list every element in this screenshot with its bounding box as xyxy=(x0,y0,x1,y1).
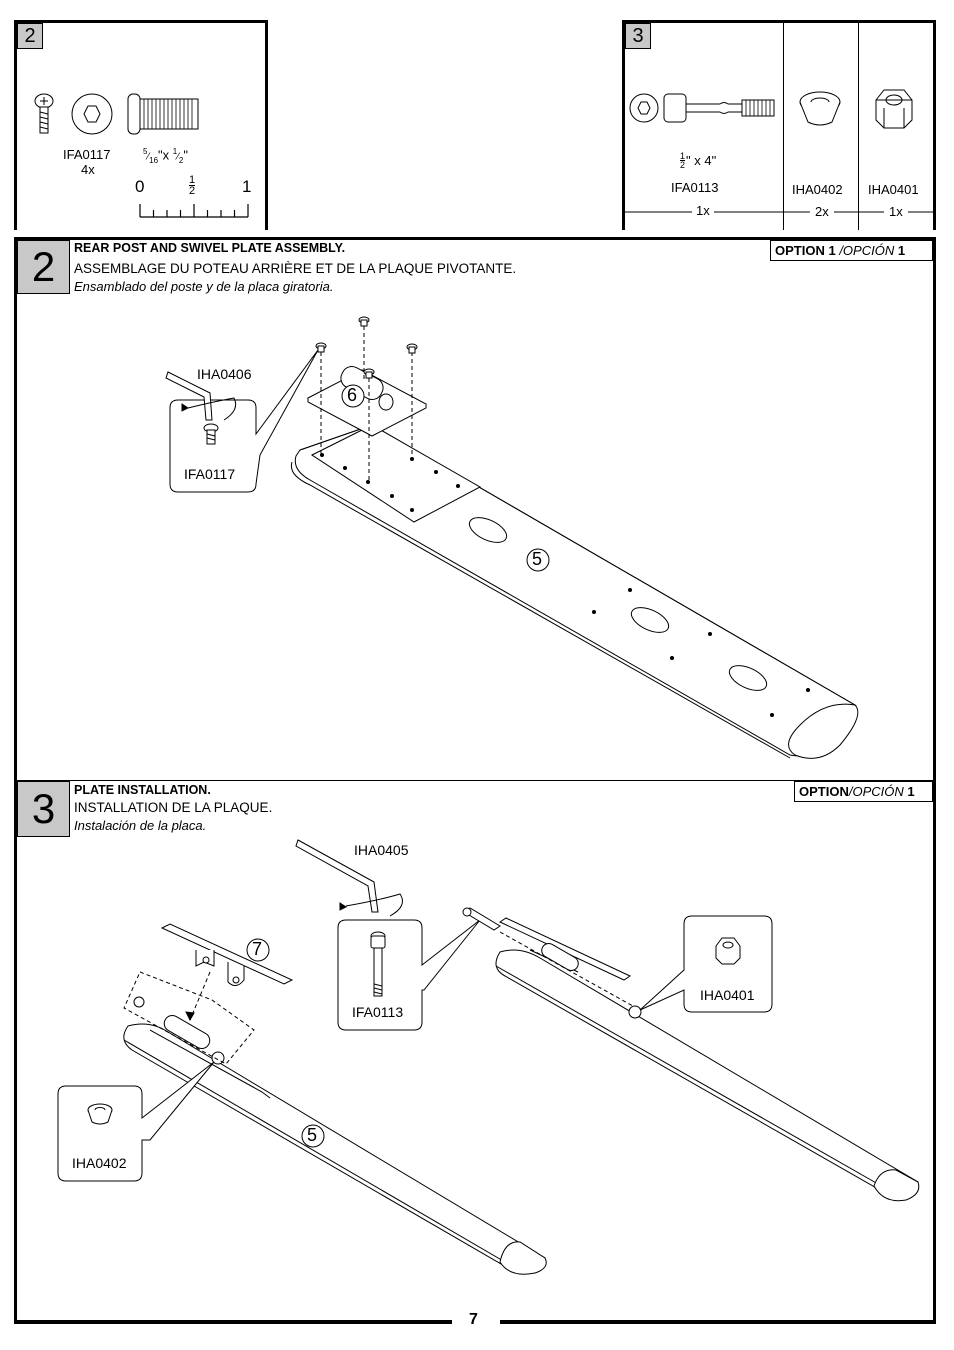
step3-part-plate: 7 xyxy=(252,939,263,959)
ruler-one-label: 1 xyxy=(242,177,252,196)
step2-part-post: 5 xyxy=(532,549,543,569)
step2-option-badge: OPTION 1 /OPCIÓN 1 xyxy=(770,240,933,261)
hardware-divider xyxy=(858,23,859,230)
hardware-box-step3-number: 3 xyxy=(625,23,651,49)
hardware-code: IFA0117 xyxy=(63,147,111,162)
step3-title-en: PLATE INSTALLATION. xyxy=(74,783,211,797)
footer-rule-right xyxy=(500,1320,936,1324)
step3-bolt-code: IFA0113 xyxy=(352,1004,404,1020)
step3-washer-code: IHA0402 xyxy=(72,1155,127,1171)
hardware-box-step2-number: 2 xyxy=(17,23,43,49)
main-frame xyxy=(14,237,936,1324)
step3-number: 3 xyxy=(17,781,70,837)
hardware-divider xyxy=(783,23,784,230)
hardware-quantity: 1x xyxy=(889,204,903,219)
step3-option-badge: OPTION/OPCIÓN 1 xyxy=(794,781,933,802)
footer-rule-left xyxy=(14,1320,452,1324)
hardware-box-step2 xyxy=(14,20,268,230)
step3-part-post: 5 xyxy=(307,1125,318,1145)
hardware-code: IHA0402 xyxy=(792,182,843,197)
step2-title-es: Ensamblado del poste y de la placa girat… xyxy=(74,279,334,294)
step3-title-es: Instalación de la placa. xyxy=(74,818,207,833)
hardware-box-step3 xyxy=(622,20,936,230)
step2-number: 2 xyxy=(17,240,70,294)
hardware-code: IHA0401 xyxy=(868,182,919,197)
hardware-size: 5⁄16"x 1⁄2" xyxy=(143,147,188,165)
ruler-half-label: 1 2 xyxy=(189,174,196,197)
step2-tool-code: IHA0406 xyxy=(197,366,252,382)
ruler-zero-label: 0 xyxy=(135,177,145,196)
bolt-size-label: 1 2 " x 4" xyxy=(680,151,717,170)
step3-nut-code: IHA0401 xyxy=(700,987,755,1003)
hardware-quantity: 2x xyxy=(815,204,829,219)
step2-title-en: REAR POST AND SWIVEL PLATE ASSEMBLY. xyxy=(74,241,346,255)
step3-title-fr: INSTALLATION DE LA PLAQUE. xyxy=(74,800,273,815)
step2-part-plate: 6 xyxy=(347,385,358,405)
hardware-quantity: 1x xyxy=(696,203,710,218)
page-number: 7 xyxy=(469,1311,478,1328)
step3-tool-code: IHA0405 xyxy=(354,842,409,858)
step2-bolt-code: IFA0117 xyxy=(184,466,236,482)
hardware-code: IFA0113 xyxy=(671,180,719,195)
hardware-quantity: 4x xyxy=(81,162,95,177)
step2-title-fr: ASSEMBLAGE DU POTEAU ARRIÈRE ET DE LA PL… xyxy=(74,261,517,276)
step-divider xyxy=(17,780,933,781)
